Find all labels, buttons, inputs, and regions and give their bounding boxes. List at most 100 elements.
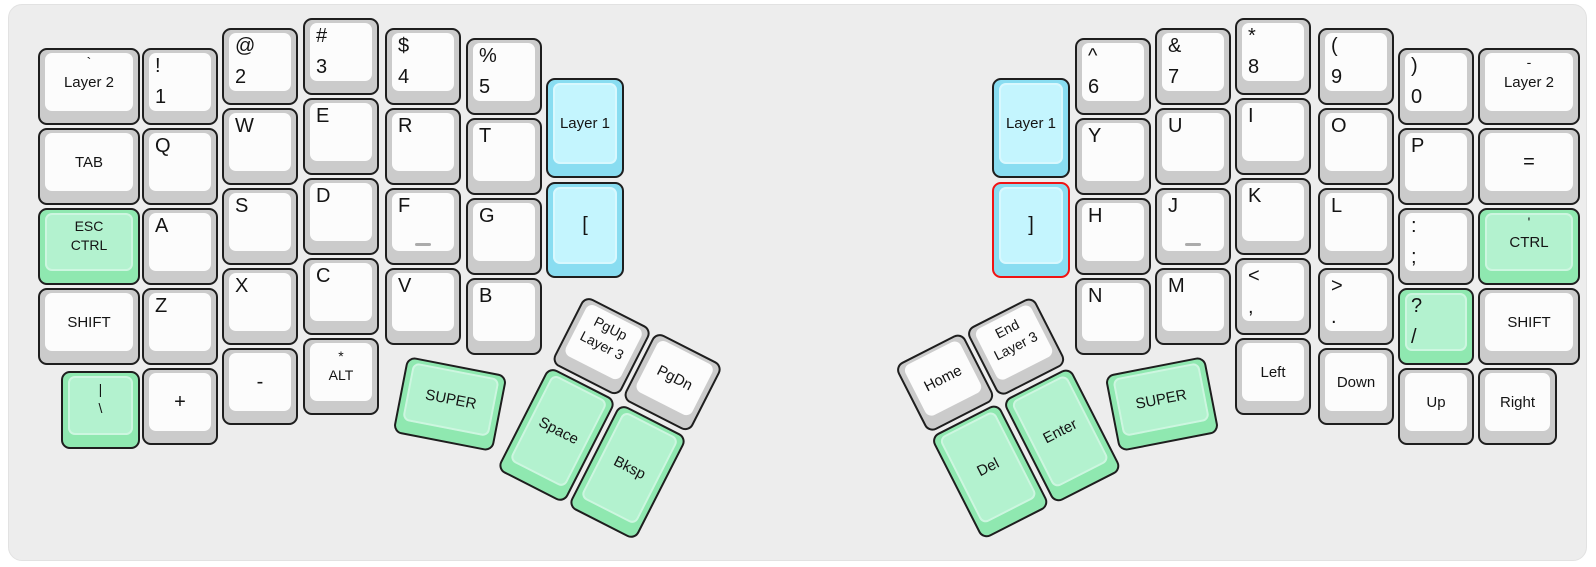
keycap-surface: ] xyxy=(999,187,1063,264)
key-label: Layer 2 xyxy=(63,73,115,91)
key-quote-ctrl[interactable]: 'CTRL xyxy=(1478,208,1580,285)
key-k[interactable]: K xyxy=(1235,178,1311,255)
keycap-surface: 'CTRL xyxy=(1485,213,1573,271)
key-shift-right[interactable]: SHIFT xyxy=(1478,288,1580,365)
key-dollar-4[interactable]: $4 xyxy=(385,28,461,105)
key-amp-7[interactable]: &7 xyxy=(1155,28,1231,105)
key-u[interactable]: U xyxy=(1155,108,1231,185)
key-g[interactable]: G xyxy=(466,198,542,275)
key-question-slash[interactable]: ?/ xyxy=(1398,288,1474,365)
key-l[interactable]: L xyxy=(1318,188,1394,265)
key-z[interactable]: Z xyxy=(142,288,218,365)
key-e[interactable]: E xyxy=(303,98,379,175)
key-i[interactable]: I xyxy=(1235,98,1311,175)
key-lbracket[interactable]: [ xyxy=(546,182,624,278)
key-label: | xyxy=(98,381,103,397)
keycap-surface: #3 xyxy=(310,23,372,81)
key-rbracket[interactable]: ] xyxy=(992,182,1070,278)
key-caret-6[interactable]: ^6 xyxy=(1075,38,1151,115)
key-star-8[interactable]: *8 xyxy=(1235,18,1311,95)
key-p[interactable]: P xyxy=(1398,128,1474,205)
key-exclam-1[interactable]: !1 xyxy=(142,48,218,125)
key-label: ! xyxy=(155,55,161,77)
key-at-2[interactable]: @2 xyxy=(222,28,298,105)
key-label: SHIFT xyxy=(67,313,111,331)
key-label: G xyxy=(479,205,495,227)
key-label: N xyxy=(1088,285,1103,307)
key-label: - xyxy=(256,370,264,393)
key-b[interactable]: B xyxy=(466,278,542,355)
key-hash-3[interactable]: #3 xyxy=(303,18,379,95)
key-a[interactable]: A xyxy=(142,208,218,285)
key-label: 3 xyxy=(316,56,328,78)
key-s[interactable]: S xyxy=(222,188,298,265)
keycap-surface: P xyxy=(1405,133,1467,191)
key-tab[interactable]: TAB xyxy=(38,128,140,205)
key-label: [ xyxy=(582,214,588,236)
key-label: ALT xyxy=(328,366,354,383)
key-pipe-backslash[interactable]: |\ xyxy=(61,371,140,449)
key-arrow-up[interactable]: Up xyxy=(1398,368,1474,445)
key-paren-9[interactable]: (9 xyxy=(1318,28,1394,105)
key-x[interactable]: X xyxy=(222,268,298,345)
keycap-surface: D xyxy=(310,183,372,241)
keycap-surface: R xyxy=(392,113,454,171)
keycap-surface: Layer 1 xyxy=(999,83,1063,164)
key-plus[interactable]: + xyxy=(142,368,218,445)
key-label: Home xyxy=(921,361,965,396)
key-gt-period[interactable]: >. xyxy=(1318,268,1394,345)
keycap-surface: @2 xyxy=(229,33,291,91)
key-n[interactable]: N xyxy=(1075,278,1151,355)
key-shift-left[interactable]: SHIFT xyxy=(38,288,140,365)
key-y[interactable]: Y xyxy=(1075,118,1151,195)
key-q[interactable]: Q xyxy=(142,128,218,205)
keycap-surface: C xyxy=(310,263,372,321)
key-m[interactable]: M xyxy=(1155,268,1231,345)
key-f[interactable]: F xyxy=(385,188,461,265)
key-o[interactable]: O xyxy=(1318,108,1394,185)
key-arrow-right[interactable]: Right xyxy=(1478,368,1557,445)
key-colon-semicolon[interactable]: :; xyxy=(1398,208,1474,285)
key-percent-5[interactable]: %5 xyxy=(466,38,542,115)
key-layer1-left[interactable]: Layer 1 xyxy=(546,78,624,178)
key-paren-0[interactable]: )0 xyxy=(1398,48,1474,125)
keycap-surface: !1 xyxy=(149,53,211,111)
key-label: * xyxy=(1248,25,1256,47)
key-j[interactable]: J xyxy=(1155,188,1231,265)
keycap-surface: Q xyxy=(149,133,211,191)
key-star-alt[interactable]: *ALT xyxy=(303,338,379,415)
keycap-surface: >. xyxy=(1325,273,1387,331)
key-label: V xyxy=(398,275,412,297)
key-v[interactable]: V xyxy=(385,268,461,345)
key-w[interactable]: W xyxy=(222,108,298,185)
key-label: W xyxy=(235,115,254,137)
key-label: Z xyxy=(155,295,168,317)
key-label: X xyxy=(235,275,249,297)
key-label: SUPER xyxy=(1134,386,1189,413)
keycap-surface: X xyxy=(229,273,291,331)
key-label: Y xyxy=(1088,125,1102,147)
key-grave-layer2[interactable]: `Layer 2 xyxy=(38,48,140,125)
key-lt-comma[interactable]: <, xyxy=(1235,258,1311,335)
key-arrow-left[interactable]: Left xyxy=(1235,338,1311,415)
key-t[interactable]: T xyxy=(466,118,542,195)
key-h[interactable]: H xyxy=(1075,198,1151,275)
key-label: U xyxy=(1168,115,1183,137)
key-equals[interactable]: = xyxy=(1478,128,1580,205)
key-r[interactable]: R xyxy=(385,108,461,185)
key-c[interactable]: C xyxy=(303,258,379,335)
key-minus-left[interactable]: - xyxy=(222,348,298,425)
keycap-surface: T xyxy=(473,123,535,181)
keycap-surface: SUPER xyxy=(402,362,500,437)
keycap-surface: N xyxy=(1082,283,1144,341)
key-layer1-right[interactable]: Layer 1 xyxy=(992,78,1070,178)
keycap-surface: W xyxy=(229,113,291,171)
key-label: Left xyxy=(1260,363,1286,381)
key-d[interactable]: D xyxy=(303,178,379,255)
key-label: # xyxy=(316,25,328,47)
key-arrow-down[interactable]: Down xyxy=(1318,348,1394,425)
key-dash-layer2[interactable]: -Layer 2 xyxy=(1478,48,1580,125)
key-label: A xyxy=(155,215,169,237)
